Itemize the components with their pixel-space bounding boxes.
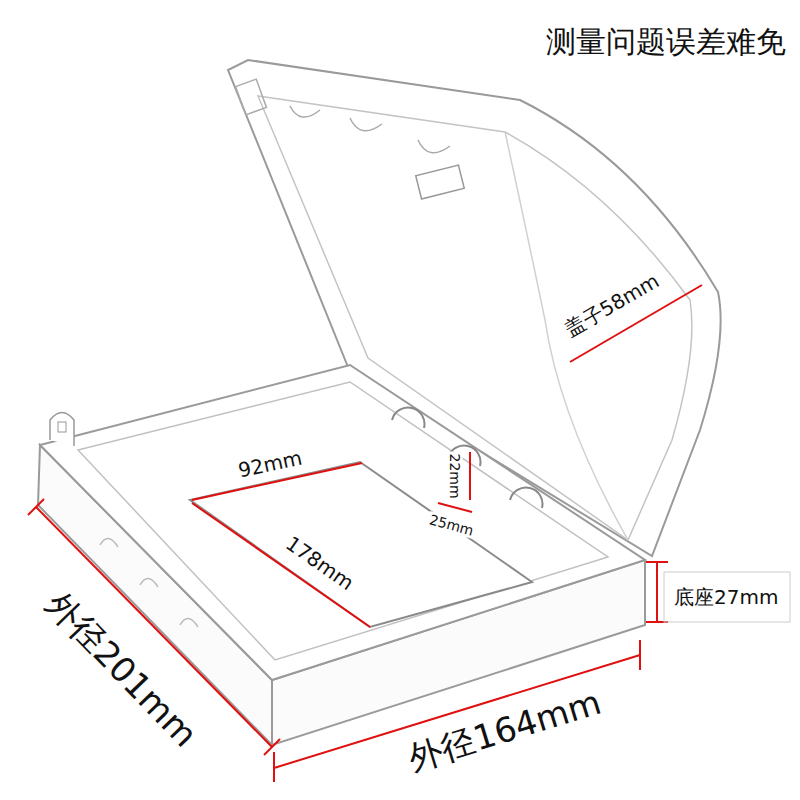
- notch-width-line: [438, 503, 472, 512]
- cable-notches: [392, 408, 542, 508]
- base-inner-wall: [78, 382, 608, 660]
- base-hinge-tab: [50, 413, 74, 447]
- opening-length-line: [192, 503, 370, 627]
- outer-length-tick: [28, 499, 44, 515]
- lid-latch: [416, 165, 464, 199]
- outer-length-tick: [264, 739, 280, 755]
- base-height-frame: [664, 572, 790, 622]
- notch-height-line: [469, 452, 471, 500]
- lid-clips: [290, 106, 450, 153]
- base-height-tick: [646, 561, 668, 563]
- base-top-rim: [40, 365, 645, 680]
- dimension-label: 22mm: [447, 451, 463, 500]
- note-title: 测量问题误差难免: [546, 22, 786, 63]
- base-side-ribs: [100, 538, 198, 627]
- dimension-label: 底座27mm: [672, 586, 780, 609]
- lid-hinge-tab: [236, 79, 267, 115]
- dimension-lines: [28, 285, 702, 782]
- base-height-line: [656, 562, 658, 622]
- base-hinge-hole: [58, 422, 66, 432]
- outer-width-tick: [639, 640, 641, 670]
- base-opening: [190, 462, 532, 627]
- outer-width-tick: [273, 752, 275, 782]
